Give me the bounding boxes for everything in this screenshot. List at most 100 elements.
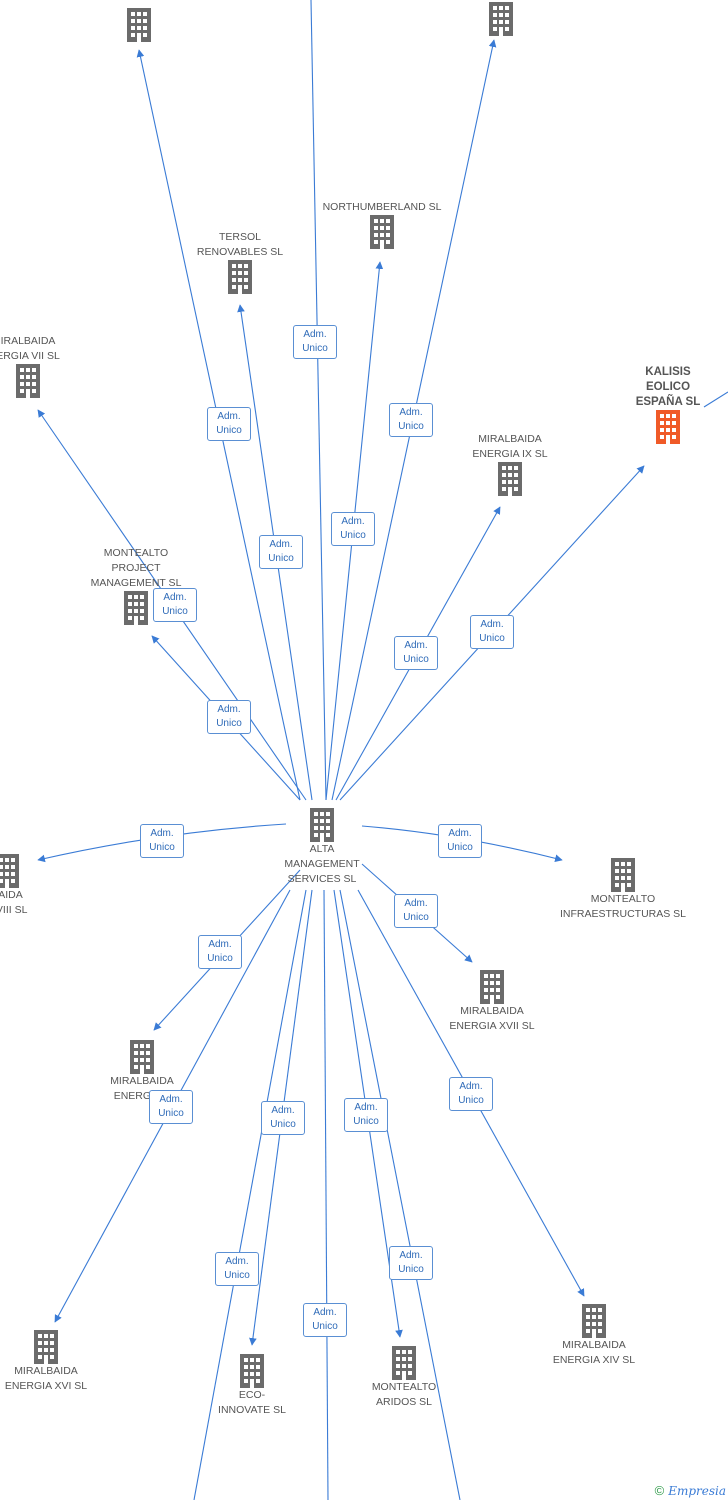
badge-line2: Unico bbox=[479, 633, 505, 644]
edge-badge[interactable]: Adm. Unico bbox=[303, 1303, 347, 1337]
edge-badge[interactable]: Adm. Unico bbox=[331, 512, 375, 546]
node-miralbaida-xvii[interactable]: MIRALBAIDA ENERGIA XVII SL bbox=[432, 970, 552, 1034]
badge-line2: Unico bbox=[398, 421, 424, 432]
node-miralbaida-viii[interactable]: BAIDA A VIII SL bbox=[0, 854, 52, 918]
node-label: MIRALBAIDA ENERGIA XVII SL bbox=[449, 1005, 535, 1032]
building-icon bbox=[0, 854, 22, 888]
building-icon bbox=[124, 8, 154, 42]
badge-line2: Unico bbox=[302, 343, 328, 354]
building-icon bbox=[225, 260, 255, 294]
node-miralbaida-xvi[interactable]: MIRALBAIDA ENERGIA XVI SL bbox=[0, 1330, 106, 1394]
node-eco-innovate[interactable]: ECO- INNOVATE SL bbox=[192, 1354, 312, 1418]
edge-badge[interactable]: Adm.Unico bbox=[198, 935, 242, 969]
badge-line2: Unico bbox=[403, 654, 429, 665]
building-icon bbox=[307, 808, 337, 842]
node-montealto-pm[interactable]: MONTEALTO PROJECT MANAGEMENT SL bbox=[76, 546, 196, 625]
badge-line2: Unico bbox=[149, 842, 175, 853]
building-icon bbox=[13, 364, 43, 398]
edge-badge[interactable]: Adm.Unico bbox=[207, 700, 251, 734]
building-icon bbox=[608, 858, 638, 892]
edge-badge[interactable]: Adm.Unico bbox=[470, 615, 514, 649]
node-label: ECO- INNOVATE SL bbox=[218, 1389, 286, 1416]
building-icon bbox=[127, 1040, 157, 1074]
badge-line1: Adm. bbox=[448, 828, 472, 839]
building-icon bbox=[121, 591, 151, 625]
badge-line2: Unico bbox=[158, 1108, 184, 1119]
edge-badge[interactable]: Adm. Unico bbox=[259, 535, 303, 569]
badge-line2: Unico bbox=[353, 1116, 379, 1127]
node-miralbaida-ix[interactable]: MIRALBAIDA ENERGIA IX SL bbox=[450, 432, 570, 496]
edge-badge[interactable]: Adm. Unico bbox=[153, 588, 197, 622]
node-montealto-infra[interactable]: MONTEALTO INFRAESTRUCTURAS SL bbox=[548, 858, 698, 922]
building-icon bbox=[237, 1354, 267, 1388]
footer-credit[interactable]: © Empresia bbox=[655, 1483, 726, 1498]
node-miralbaida-xiv[interactable]: MIRALBAIDA ENERGIA XIV SL bbox=[534, 1304, 654, 1368]
edge-badge[interactable]: Adm. Unico bbox=[394, 894, 438, 928]
edge-badge[interactable]: Adm. Unico bbox=[449, 1077, 493, 1111]
badge-line2: Unico bbox=[340, 530, 366, 541]
badge-line1: Adm. bbox=[150, 828, 174, 839]
node-label: MONTEALTO INFRAESTRUCTURAS SL bbox=[559, 893, 686, 920]
node-label: ALTA MANAGEMENT SERVICES SL bbox=[284, 843, 360, 885]
edge-badge[interactable]: Adm. Unico bbox=[389, 403, 433, 437]
edge-badge[interactable]: Adm. Unico bbox=[438, 824, 482, 858]
node-montealto-aridos[interactable]: MONTEALTO ARIDOS SL bbox=[344, 1346, 464, 1410]
badge-line1: Adm. bbox=[399, 1250, 423, 1261]
node-top-left[interactable] bbox=[119, 8, 159, 42]
building-icon bbox=[31, 1330, 61, 1364]
badge-line2: Unico bbox=[447, 842, 473, 853]
node-label: MONTEALTO PROJECT MANAGEMENT SL bbox=[90, 547, 182, 589]
brand-logo: Empresia bbox=[668, 1483, 726, 1498]
edge-alta-topcenter bbox=[310, 0, 327, 801]
badge-line2: Unico bbox=[216, 425, 242, 436]
node-top-right[interactable] bbox=[481, 2, 521, 36]
node-northumberland[interactable]: NORTHUMBERLAND SL bbox=[312, 200, 452, 249]
badge-line2: Unico bbox=[403, 912, 429, 923]
edge-badge[interactable]: Adm.Unico bbox=[389, 1246, 433, 1280]
node-label: MIRALBAIDA ENERGIA IX SL bbox=[472, 433, 548, 460]
node-label: KALISIS EOLICO ESPAÑA SL bbox=[635, 366, 701, 408]
edge-kalisis-right bbox=[703, 391, 728, 408]
edge-badge[interactable]: Adm. Unico bbox=[140, 824, 184, 858]
badge-line1: Adm. bbox=[459, 1081, 483, 1092]
building-icon bbox=[389, 1346, 419, 1380]
badge-line2: Unico bbox=[207, 953, 233, 964]
edge-badge[interactable]: Adm. Unico bbox=[215, 1252, 259, 1286]
edge-badge[interactable]: Adm. Unico bbox=[394, 636, 438, 670]
badge-line1: Adm. bbox=[159, 1094, 183, 1105]
badge-line1: Adm. bbox=[313, 1307, 337, 1318]
edge-badge[interactable]: Adm.Unico bbox=[207, 407, 251, 441]
badge-line2: Unico bbox=[224, 1270, 250, 1281]
badge-line1: Adm. bbox=[163, 592, 187, 603]
building-icon bbox=[495, 462, 525, 496]
edge-badge[interactable]: Adm. Unico bbox=[149, 1090, 193, 1124]
edge-alta-bottom-right bbox=[339, 889, 461, 1500]
badge-line1: Adm. bbox=[225, 1256, 249, 1267]
badge-line2: Unico bbox=[162, 606, 188, 617]
badge-line2: Unico bbox=[268, 553, 294, 564]
node-label: TERSOL RENOVABLES SL bbox=[196, 231, 284, 258]
node-miralbaida-vii[interactable]: IRALBAIDA ERGIA VII SL bbox=[0, 334, 88, 398]
node-alta[interactable]: ALTA MANAGEMENT SERVICES SL bbox=[264, 808, 380, 887]
node-tersol[interactable]: TERSOL RENOVABLES SL bbox=[180, 230, 300, 294]
badge-line2: Unico bbox=[312, 1321, 338, 1332]
badge-line2: Unico bbox=[216, 718, 242, 729]
building-icon bbox=[653, 410, 683, 444]
building-icon bbox=[477, 970, 507, 1004]
copyright-icon: © bbox=[654, 1483, 665, 1498]
badge-line2: Unico bbox=[458, 1095, 484, 1106]
edge-badge[interactable]: Adm. Unico bbox=[344, 1098, 388, 1132]
badge-line1: Adm. bbox=[404, 898, 428, 909]
node-kalisis[interactable]: KALISIS EOLICO ESPAÑA SL bbox=[620, 365, 716, 444]
badge-line1: Adm. bbox=[269, 539, 293, 550]
badge-line1: Adm. bbox=[404, 640, 428, 651]
node-label: BAIDA A VIII SL bbox=[0, 889, 28, 916]
edge-badge[interactable]: Adm.Unico bbox=[261, 1101, 305, 1135]
edge-badge[interactable]: Adm.Unico bbox=[293, 325, 337, 359]
badge-line1: Adm. bbox=[399, 407, 423, 418]
badge-line2: Unico bbox=[270, 1119, 296, 1130]
badge-line1: Adm. bbox=[341, 516, 365, 527]
badge-line1: Adm. bbox=[354, 1102, 378, 1113]
edge-alta-bottom-left bbox=[193, 889, 307, 1500]
